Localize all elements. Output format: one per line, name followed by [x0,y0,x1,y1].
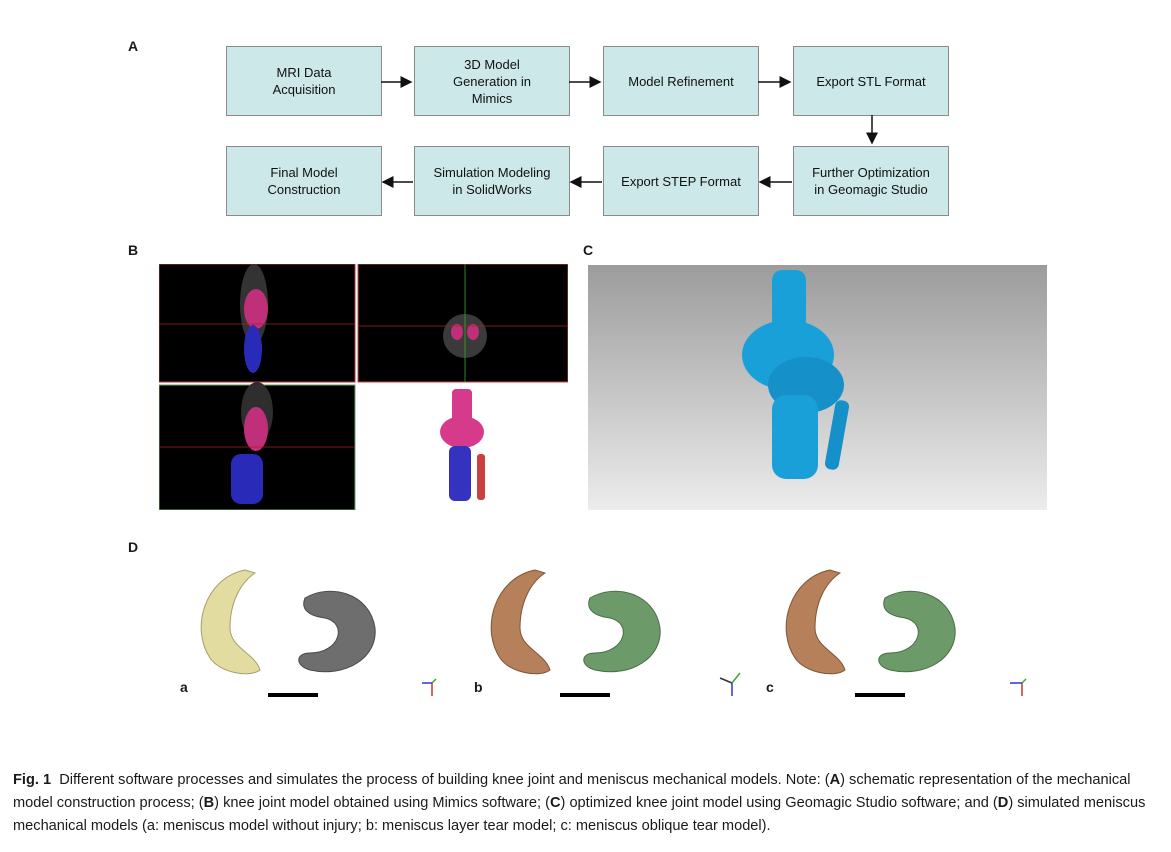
caption-text-5: ) simulated meniscus mechanical models (… [13,795,1146,834]
meniscus-a-medial [200,569,261,675]
meniscus-c-medial [785,569,846,675]
sublabel-c: c [766,679,774,695]
caption-a: A [829,772,841,788]
figure-caption: Fig. 1 Different software processes and … [13,769,1163,838]
flow-box-final: Final Model Construction [226,146,382,216]
panel-label-d: D [128,539,139,555]
axis-triad-b [719,672,741,696]
scale-bar-b [560,693,610,697]
caption-d: D [997,795,1009,811]
scale-bar-a [268,693,318,697]
caption-text-4: ) optimized knee joint model using Geoma… [560,795,998,811]
caption-fig-label: Fig. 1 [13,772,52,788]
meniscus-c-lateral [878,590,956,673]
meniscus-panel [160,558,1050,708]
axis-triad-c [1010,678,1027,696]
scale-bar-c [855,693,905,697]
geomagic-view [588,265,1047,510]
flow-box-refinement: Model Refinement [603,46,759,116]
panel-label-b: B [128,242,139,258]
caption-text-3: ) knee joint model obtained using Mimics… [214,795,550,811]
caption-c: C [549,795,561,811]
flow-box-stl: Export STL Format [793,46,949,116]
meniscus-views [200,569,1027,697]
flow-box-mri: MRI Data Acquisition [226,46,382,116]
caption-text-1: Different software processes and simulat… [59,772,830,788]
sublabel-b: b [474,679,483,695]
meniscus-b-medial [490,569,551,675]
flow-box-solidworks: Simulation Modeling in SolidWorks [414,146,570,216]
axis-triad-a [422,678,437,696]
meniscus-b-lateral [583,590,661,673]
geomagic-panel [588,265,1047,510]
mimics-panel [159,264,568,510]
caption-text-2: ) schematic representation of the mechan… [13,772,1131,811]
mimics-views [159,264,568,510]
flow-box-step: Export STEP Format [603,146,759,216]
caption-b: B [203,795,215,811]
tibia-shape [772,395,818,479]
meniscus-a-lateral [298,590,376,673]
panel-label-a: A [128,38,139,54]
panel-label-c: C [583,242,594,258]
sublabel-a: a [180,679,188,695]
flow-arrows [381,76,878,188]
flow-box-mimics: 3D Model Generation in Mimics [414,46,570,116]
flow-box-geomagic: Further Optimization in Geomagic Studio [793,146,949,216]
fibula-shape [824,400,850,470]
